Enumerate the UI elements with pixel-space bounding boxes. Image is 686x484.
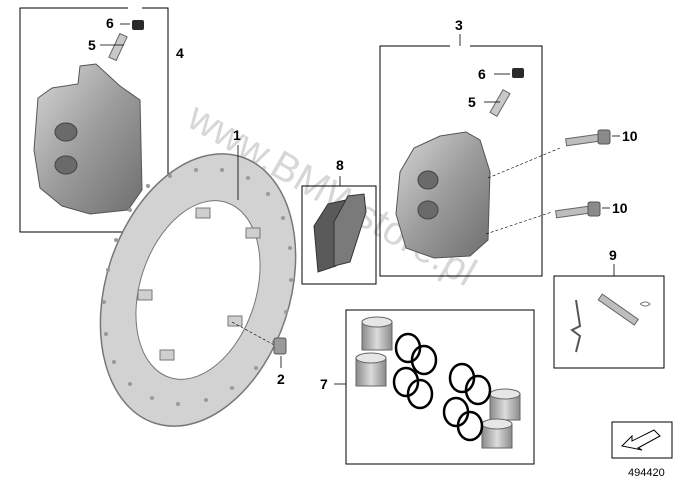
view-direction-box <box>611 421 673 459</box>
piston-2 <box>355 352 387 387</box>
caliper-bolts-group: 10 10 <box>555 128 638 219</box>
right-caliper-bore-1 <box>417 170 439 190</box>
seal-rings <box>392 332 492 442</box>
left-caliper-body <box>33 63 143 215</box>
right-caliper-body <box>395 131 491 259</box>
callout-10-bottom: 10 <box>612 200 628 216</box>
pad-retaining-pin <box>597 293 640 326</box>
callout-9: 9 <box>609 247 617 263</box>
callout-8: 8 <box>336 157 344 173</box>
callout-5-left: 5 <box>88 37 96 53</box>
disc-bolt <box>273 337 287 355</box>
piston-4 <box>481 418 513 449</box>
brake-disc-inner <box>135 200 261 380</box>
pad-pin-group: 9 <box>553 247 665 369</box>
brake-disc-group: 1 <box>99 127 297 427</box>
callout-4: 4 <box>176 45 184 61</box>
callout-10-top: 10 <box>622 128 638 144</box>
callout-3: 3 <box>455 17 463 33</box>
group-4-box <box>19 7 169 233</box>
left-caliper-bore-1 <box>54 122 78 142</box>
pad-spring-clip <box>570 299 582 353</box>
left-bleed-cap <box>132 20 144 30</box>
view-direction-icon-group: 494420 <box>611 421 673 479</box>
right-bleed-screw <box>489 89 511 117</box>
group-3-box <box>379 45 543 277</box>
disc-holes <box>102 168 293 406</box>
callout-5-right: 5 <box>468 94 476 110</box>
callout-2: 2 <box>277 371 285 387</box>
brake-pad-2 <box>333 193 367 267</box>
brake-pads-group: 8 <box>301 157 377 285</box>
group-8-box <box>301 185 377 285</box>
left-caliper-bore-2 <box>54 155 78 175</box>
disc-carrier-tabs <box>137 207 261 361</box>
callout-6-left: 6 <box>106 15 114 31</box>
view-direction-arrow-icon <box>620 429 661 451</box>
right-bleed-cap <box>512 68 524 78</box>
disc-bolt-group: 2 <box>231 321 287 387</box>
document-number: 494420 <box>628 467 665 479</box>
group-7-box <box>345 309 535 465</box>
left-caliper-group: 5 6 4 <box>19 7 184 233</box>
right-caliper-group: 3 6 5 <box>379 17 561 277</box>
right-caliper-bore-2 <box>417 200 439 220</box>
group-9-box <box>553 275 665 369</box>
callout-1: 1 <box>233 127 241 143</box>
piston-1 <box>361 316 393 351</box>
left-bleed-screw <box>108 32 128 62</box>
callout-6-right: 6 <box>478 66 486 82</box>
callout-7: 7 <box>320 376 328 392</box>
piston-seal-group: 7 <box>320 309 535 465</box>
piston-3 <box>489 388 521 421</box>
